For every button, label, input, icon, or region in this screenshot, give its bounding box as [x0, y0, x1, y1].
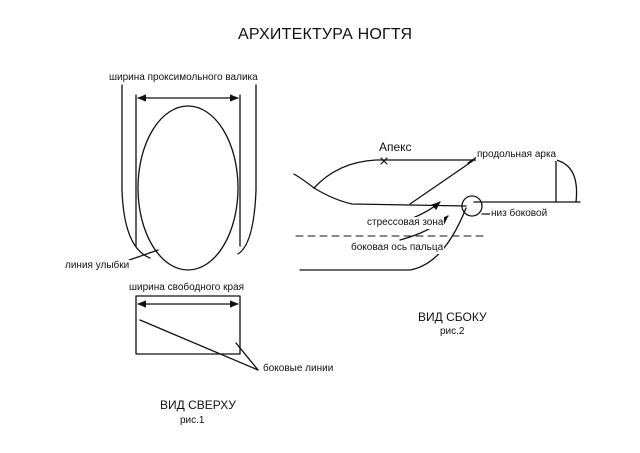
finger-lower-outline [299, 207, 467, 271]
nail-plate-outline [137, 105, 239, 271]
side-axis-arrow [399, 215, 449, 241]
nail-tip-edge [555, 159, 578, 203]
nail-underside [313, 187, 467, 207]
right-nail-fold [237, 189, 257, 255]
free-edge-width-label: ширина свободного края [128, 282, 246, 294]
top-view-figure-number: рис.1 [180, 415, 205, 426]
proximal-width-label: ширина проксимольного валика [108, 72, 259, 84]
finger-upper-outline [293, 173, 315, 189]
free-edge-box [135, 295, 241, 355]
side-axis-label: боковая ось пальца [350, 242, 445, 254]
apex-label: Апекс [379, 140, 412, 154]
side-view-title: ВИД СБОКУ [418, 310, 487, 324]
left-nail-fold [121, 189, 151, 259]
stress-zone-line [409, 159, 475, 205]
top-view-title: ВИД СВЕРХУ [160, 398, 236, 412]
diagram-title: АРХИТЕКТУРА НОГТЯ [238, 26, 413, 43]
lower-side-circle [461, 195, 483, 217]
apex-marker [380, 157, 388, 165]
stress-zone-label: стрессовая зона [366, 217, 445, 229]
longitudinal-arch-label: продольная арка [476, 149, 558, 161]
top-view-figure [117, 84, 259, 371]
nail-top-curve [313, 159, 557, 189]
side-view-figure-number: рис.2 [440, 326, 465, 337]
side-lines-pointer-2 [235, 342, 259, 371]
smile-line-label: линия улыбки [64, 260, 131, 272]
side-lines-label: боковые линии [262, 363, 335, 375]
lower-side-label: низ боковой [490, 208, 549, 220]
side-lines-pointer-1 [139, 319, 259, 371]
